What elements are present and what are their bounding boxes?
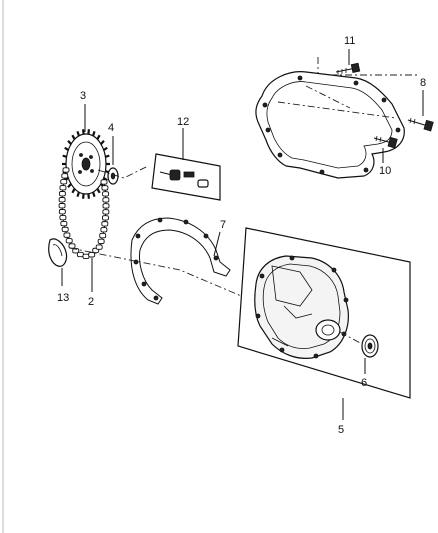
callout-10: 10 bbox=[379, 165, 391, 177]
sprocket-tooth bbox=[96, 134, 101, 140]
sprocket-tooth bbox=[92, 191, 96, 198]
chain-link bbox=[59, 185, 67, 191]
sprocket-tooth bbox=[71, 188, 76, 194]
chain-link bbox=[60, 220, 68, 227]
chain-link bbox=[76, 251, 84, 258]
callout-6: 6 bbox=[361, 377, 367, 389]
chain-link bbox=[65, 238, 73, 244]
tensioner-13[interactable] bbox=[48, 238, 68, 267]
sprocket-tooth bbox=[100, 140, 105, 145]
cam-sprocket[interactable] bbox=[65, 133, 107, 195]
chain-link bbox=[61, 226, 69, 233]
bolt-kit-12[interactable] bbox=[151, 153, 221, 201]
sprocket-tooth bbox=[71, 134, 76, 140]
chain-link bbox=[58, 209, 66, 215]
callout-3: 3 bbox=[80, 90, 86, 102]
chain-link bbox=[102, 203, 110, 209]
chain-links bbox=[58, 167, 110, 260]
chain-link bbox=[60, 179, 68, 185]
cover-gasket-7[interactable] bbox=[130, 217, 231, 305]
bolt-10[interactable] bbox=[373, 135, 398, 149]
callout-8: 8 bbox=[420, 77, 426, 89]
sprocket-tooth bbox=[92, 130, 96, 137]
chain-link bbox=[62, 167, 70, 173]
chain-link bbox=[97, 238, 105, 245]
chain-link bbox=[100, 179, 108, 185]
sprocket-tooth bbox=[67, 183, 72, 188]
chain-link bbox=[61, 173, 69, 179]
chain-link bbox=[102, 215, 109, 221]
chain-link bbox=[102, 209, 110, 215]
sprocket-tooth bbox=[103, 146, 108, 151]
chain-link bbox=[58, 197, 66, 203]
chain-link bbox=[68, 243, 76, 249]
seal-centerline bbox=[339, 331, 363, 345]
chain-link bbox=[63, 232, 71, 238]
sprocket-tooth bbox=[64, 146, 69, 151]
callout-12: 12 bbox=[177, 116, 189, 128]
centerline-lower bbox=[69, 247, 247, 299]
chain-link bbox=[88, 252, 96, 258]
chain-link bbox=[99, 232, 107, 239]
timing-cover-5[interactable] bbox=[237, 227, 411, 399]
callout-7: 7 bbox=[220, 219, 226, 231]
chain-link bbox=[100, 227, 108, 233]
sprocket-tooth bbox=[62, 154, 67, 158]
bolt-8[interactable] bbox=[407, 117, 434, 132]
sprocket-tooth bbox=[76, 191, 80, 198]
chain-link bbox=[101, 185, 109, 191]
callout-4: 4 bbox=[108, 122, 114, 134]
chain-link bbox=[82, 253, 90, 260]
chain-link bbox=[101, 221, 109, 227]
sprocket-tooth bbox=[96, 188, 101, 194]
callout-11: 11 bbox=[344, 35, 355, 47]
chain-link bbox=[72, 248, 80, 254]
chain-link bbox=[59, 215, 67, 221]
chain-link bbox=[95, 244, 103, 250]
sprocket-tooth bbox=[76, 130, 80, 137]
oil-seal-6[interactable] bbox=[361, 334, 379, 358]
sprocket-tooth bbox=[105, 154, 110, 158]
chain-link bbox=[58, 191, 66, 197]
chain-link bbox=[58, 203, 66, 209]
callout-2: 2 bbox=[88, 296, 94, 308]
centerline-upper bbox=[97, 165, 149, 179]
adapter-plate[interactable] bbox=[255, 57, 418, 179]
callout-13: 13 bbox=[57, 292, 69, 304]
sprocket-tooth bbox=[67, 140, 72, 145]
bolt-11[interactable] bbox=[335, 62, 361, 75]
chain-link bbox=[102, 197, 110, 203]
chain-link bbox=[102, 191, 109, 197]
callout-5: 5 bbox=[338, 424, 344, 436]
